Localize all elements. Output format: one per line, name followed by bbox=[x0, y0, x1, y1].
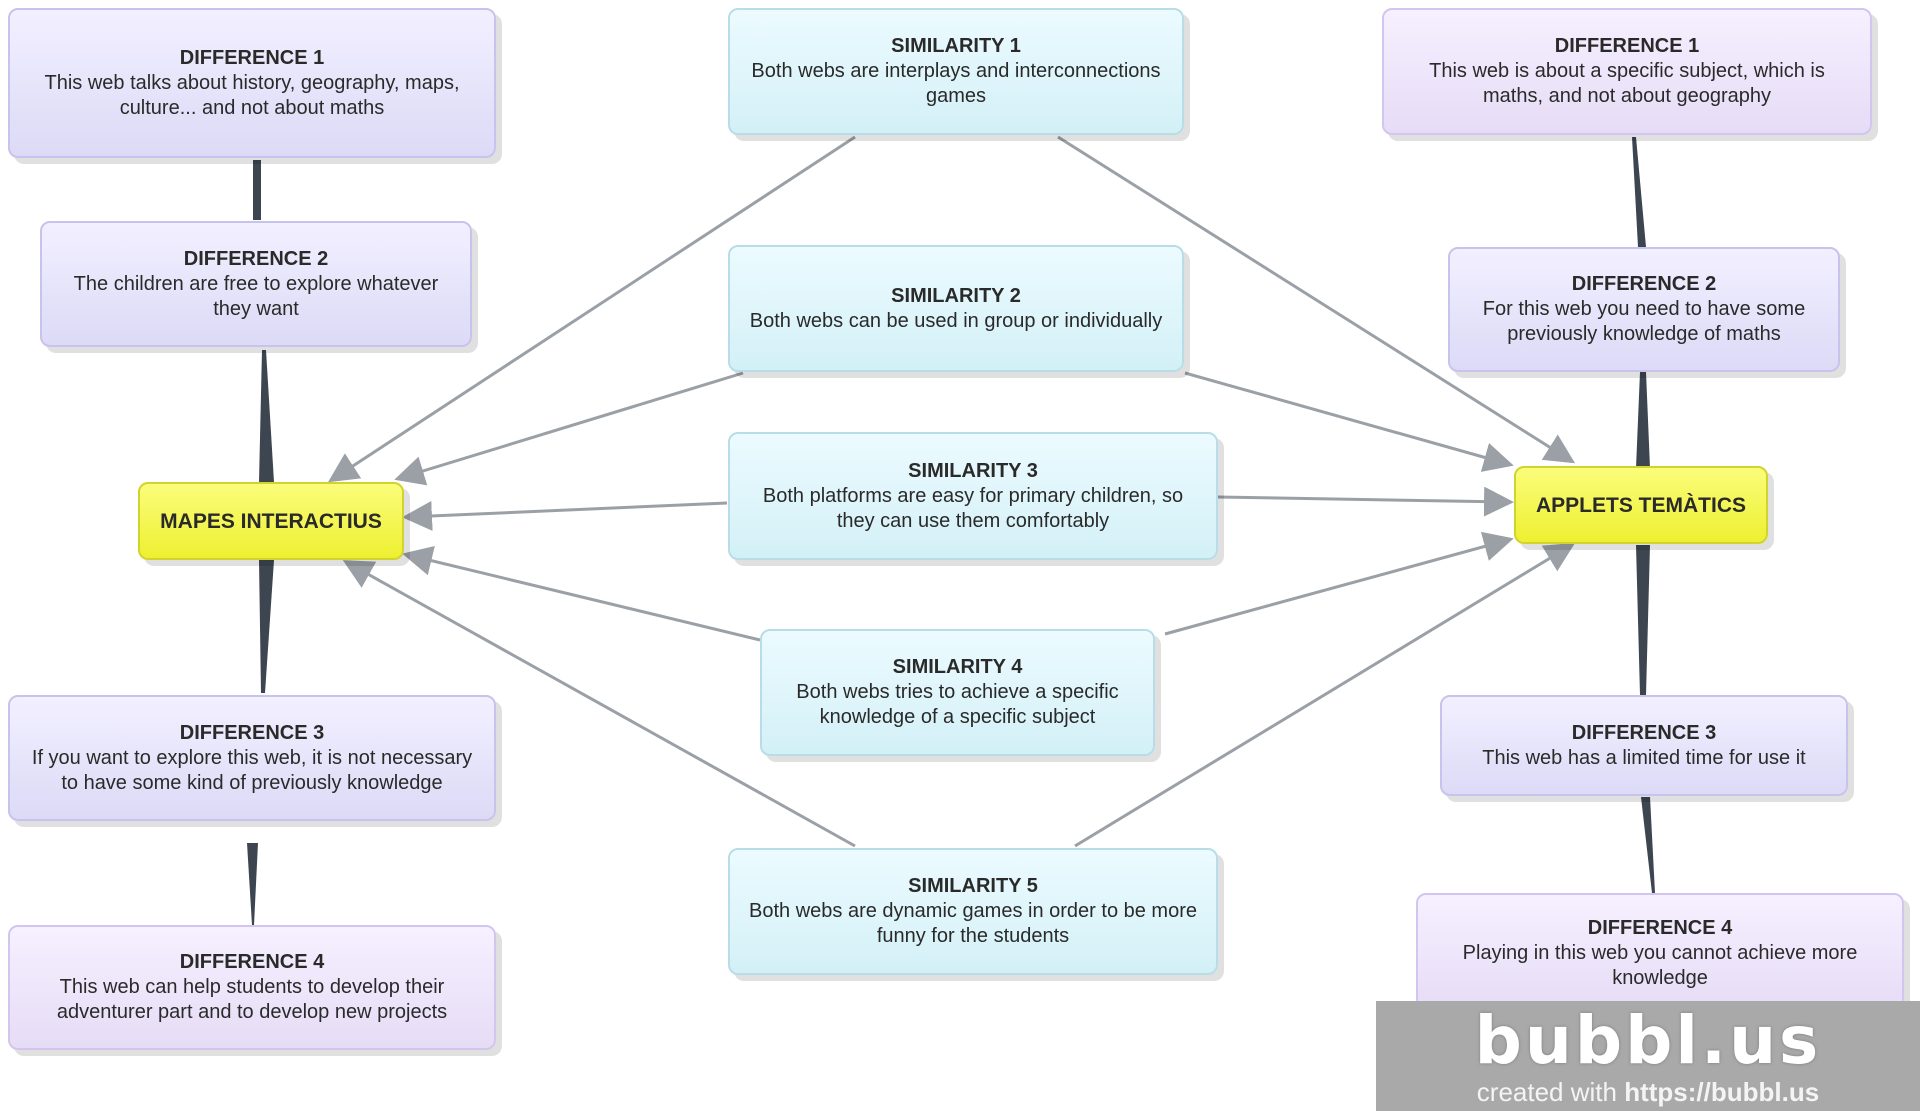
left-difference-3-node[interactable]: DIFFERENCE 3 If you want to explore this… bbox=[8, 695, 496, 821]
similarity-1-title: SIMILARITY 1 bbox=[891, 35, 1021, 57]
left-difference-1-title: DIFFERENCE 1 bbox=[179, 46, 325, 69]
arrow-sim3-right bbox=[1217, 486, 1514, 517]
right-difference-3-title: DIFFERENCE 3 bbox=[1571, 721, 1717, 744]
left-difference-2-title: DIFFERENCE 2 bbox=[183, 247, 329, 270]
arrow-sim2-right bbox=[1184, 371, 1514, 472]
watermark-prefix: created with bbox=[1476, 1077, 1617, 1107]
left-difference-3-title: DIFFERENCE 3 bbox=[179, 721, 325, 744]
arrow-sim2-left bbox=[394, 371, 744, 486]
left-difference-3-text: If you want to explore this web, it is n… bbox=[31, 746, 473, 794]
left-difference-4-title: DIFFERENCE 4 bbox=[179, 951, 325, 973]
left-difference-4-text: This web can help students to develop th… bbox=[56, 976, 448, 1023]
similarity-3-title: SIMILARITY 3 bbox=[908, 459, 1038, 482]
right-difference-1-text: This web is about a specific subject, wh… bbox=[1429, 60, 1825, 107]
right-difference-3-text: This web has a limited time for use it bbox=[1482, 746, 1806, 769]
arrow-sim1-left bbox=[327, 135, 856, 483]
spine-right-2-hub bbox=[1636, 372, 1650, 468]
spine-right-1-2 bbox=[1632, 137, 1646, 247]
similarity-2-text: Both webs can be used in group or indivi… bbox=[749, 309, 1163, 332]
spine-left-2-hub bbox=[259, 350, 274, 482]
similarity-5-text: Both webs are dynamic games in order to … bbox=[749, 900, 1197, 947]
arrow-sim4-left bbox=[402, 546, 761, 642]
left-difference-2-text: The children are free to explore whateve… bbox=[73, 272, 439, 320]
right-difference-1-node[interactable]: DIFFERENCE 1 This web is about a specifi… bbox=[1382, 8, 1872, 135]
similarity-3-text: Both platforms are easy for primary chil… bbox=[762, 484, 1184, 532]
similarity-5-title: SIMILARITY 5 bbox=[908, 875, 1038, 897]
right-difference-2-title: DIFFERENCE 2 bbox=[1571, 273, 1717, 295]
spine-left-hub-3 bbox=[259, 560, 274, 693]
arrow-sim3-left bbox=[402, 500, 728, 531]
similarity-4-text: Both webs tries to achieve a specific kn… bbox=[796, 681, 1119, 728]
similarity-4-node[interactable]: SIMILARITY 4 Both webs tries to achieve … bbox=[760, 629, 1155, 756]
left-hub-node[interactable]: MAPES INTERACTIUS bbox=[138, 482, 404, 560]
similarity-1-text: Both webs are interplays and interconnec… bbox=[751, 60, 1161, 107]
left-difference-1-text: This web talks about history, geography,… bbox=[44, 71, 460, 119]
similarity-3-node[interactable]: SIMILARITY 3 Both platforms are easy for… bbox=[728, 432, 1218, 560]
similarity-5-node[interactable]: SIMILARITY 5 Both webs are dynamic games… bbox=[728, 848, 1218, 975]
bubblus-logo: bubbl.us bbox=[1474, 1002, 1822, 1079]
right-hub-node[interactable]: APPLETS TEMÀTICS bbox=[1514, 466, 1768, 544]
right-difference-2-text: For this web you need to have some previ… bbox=[1482, 298, 1806, 345]
watermark-caption: created with https://bubbl.us bbox=[1477, 1077, 1819, 1107]
right-difference-4-title: DIFFERENCE 4 bbox=[1587, 916, 1733, 939]
arrow-sim5-right bbox=[1074, 542, 1576, 848]
spine-left-3-4 bbox=[247, 843, 258, 925]
arrow-sim5-left bbox=[342, 560, 856, 848]
arrow-sim1-right bbox=[1057, 135, 1576, 464]
left-difference-1-node[interactable]: DIFFERENCE 1 This web talks about histor… bbox=[8, 8, 496, 158]
left-difference-4-node[interactable]: DIFFERENCE 4 This web can help students … bbox=[8, 925, 496, 1050]
right-difference-4-node[interactable]: DIFFERENCE 4 Playing in this web you can… bbox=[1416, 893, 1904, 1013]
watermark-url[interactable]: https://bubbl.us bbox=[1624, 1077, 1820, 1107]
similarity-2-title: SIMILARITY 2 bbox=[891, 284, 1021, 307]
right-difference-1-title: DIFFERENCE 1 bbox=[1554, 35, 1700, 57]
right-hub-label: APPLETS TEMÀTICS bbox=[1535, 493, 1746, 517]
similarity-2-node[interactable]: SIMILARITY 2 Both webs can be used in gr… bbox=[728, 245, 1184, 372]
left-hub-label: MAPES INTERACTIUS bbox=[160, 509, 382, 533]
right-difference-2-node[interactable]: DIFFERENCE 2 For this web you need to ha… bbox=[1448, 247, 1840, 372]
similarity-4-title: SIMILARITY 4 bbox=[892, 656, 1023, 678]
spine-right-hub-3 bbox=[1636, 545, 1650, 695]
spine-right-3-4 bbox=[1641, 797, 1655, 893]
bubblus-watermark: bubbl.us created with https://bubbl.us bbox=[1376, 1001, 1920, 1111]
arrow-sim4-right bbox=[1164, 531, 1514, 636]
right-difference-3-node[interactable]: DIFFERENCE 3 This web has a limited time… bbox=[1440, 695, 1848, 796]
spine-left-1-2 bbox=[253, 160, 261, 220]
right-difference-4-text: Playing in this web you cannot achieve m… bbox=[1462, 941, 1858, 989]
similarity-1-node[interactable]: SIMILARITY 1 Both webs are interplays an… bbox=[728, 8, 1184, 135]
left-difference-2-node[interactable]: DIFFERENCE 2 The children are free to ex… bbox=[40, 221, 472, 347]
